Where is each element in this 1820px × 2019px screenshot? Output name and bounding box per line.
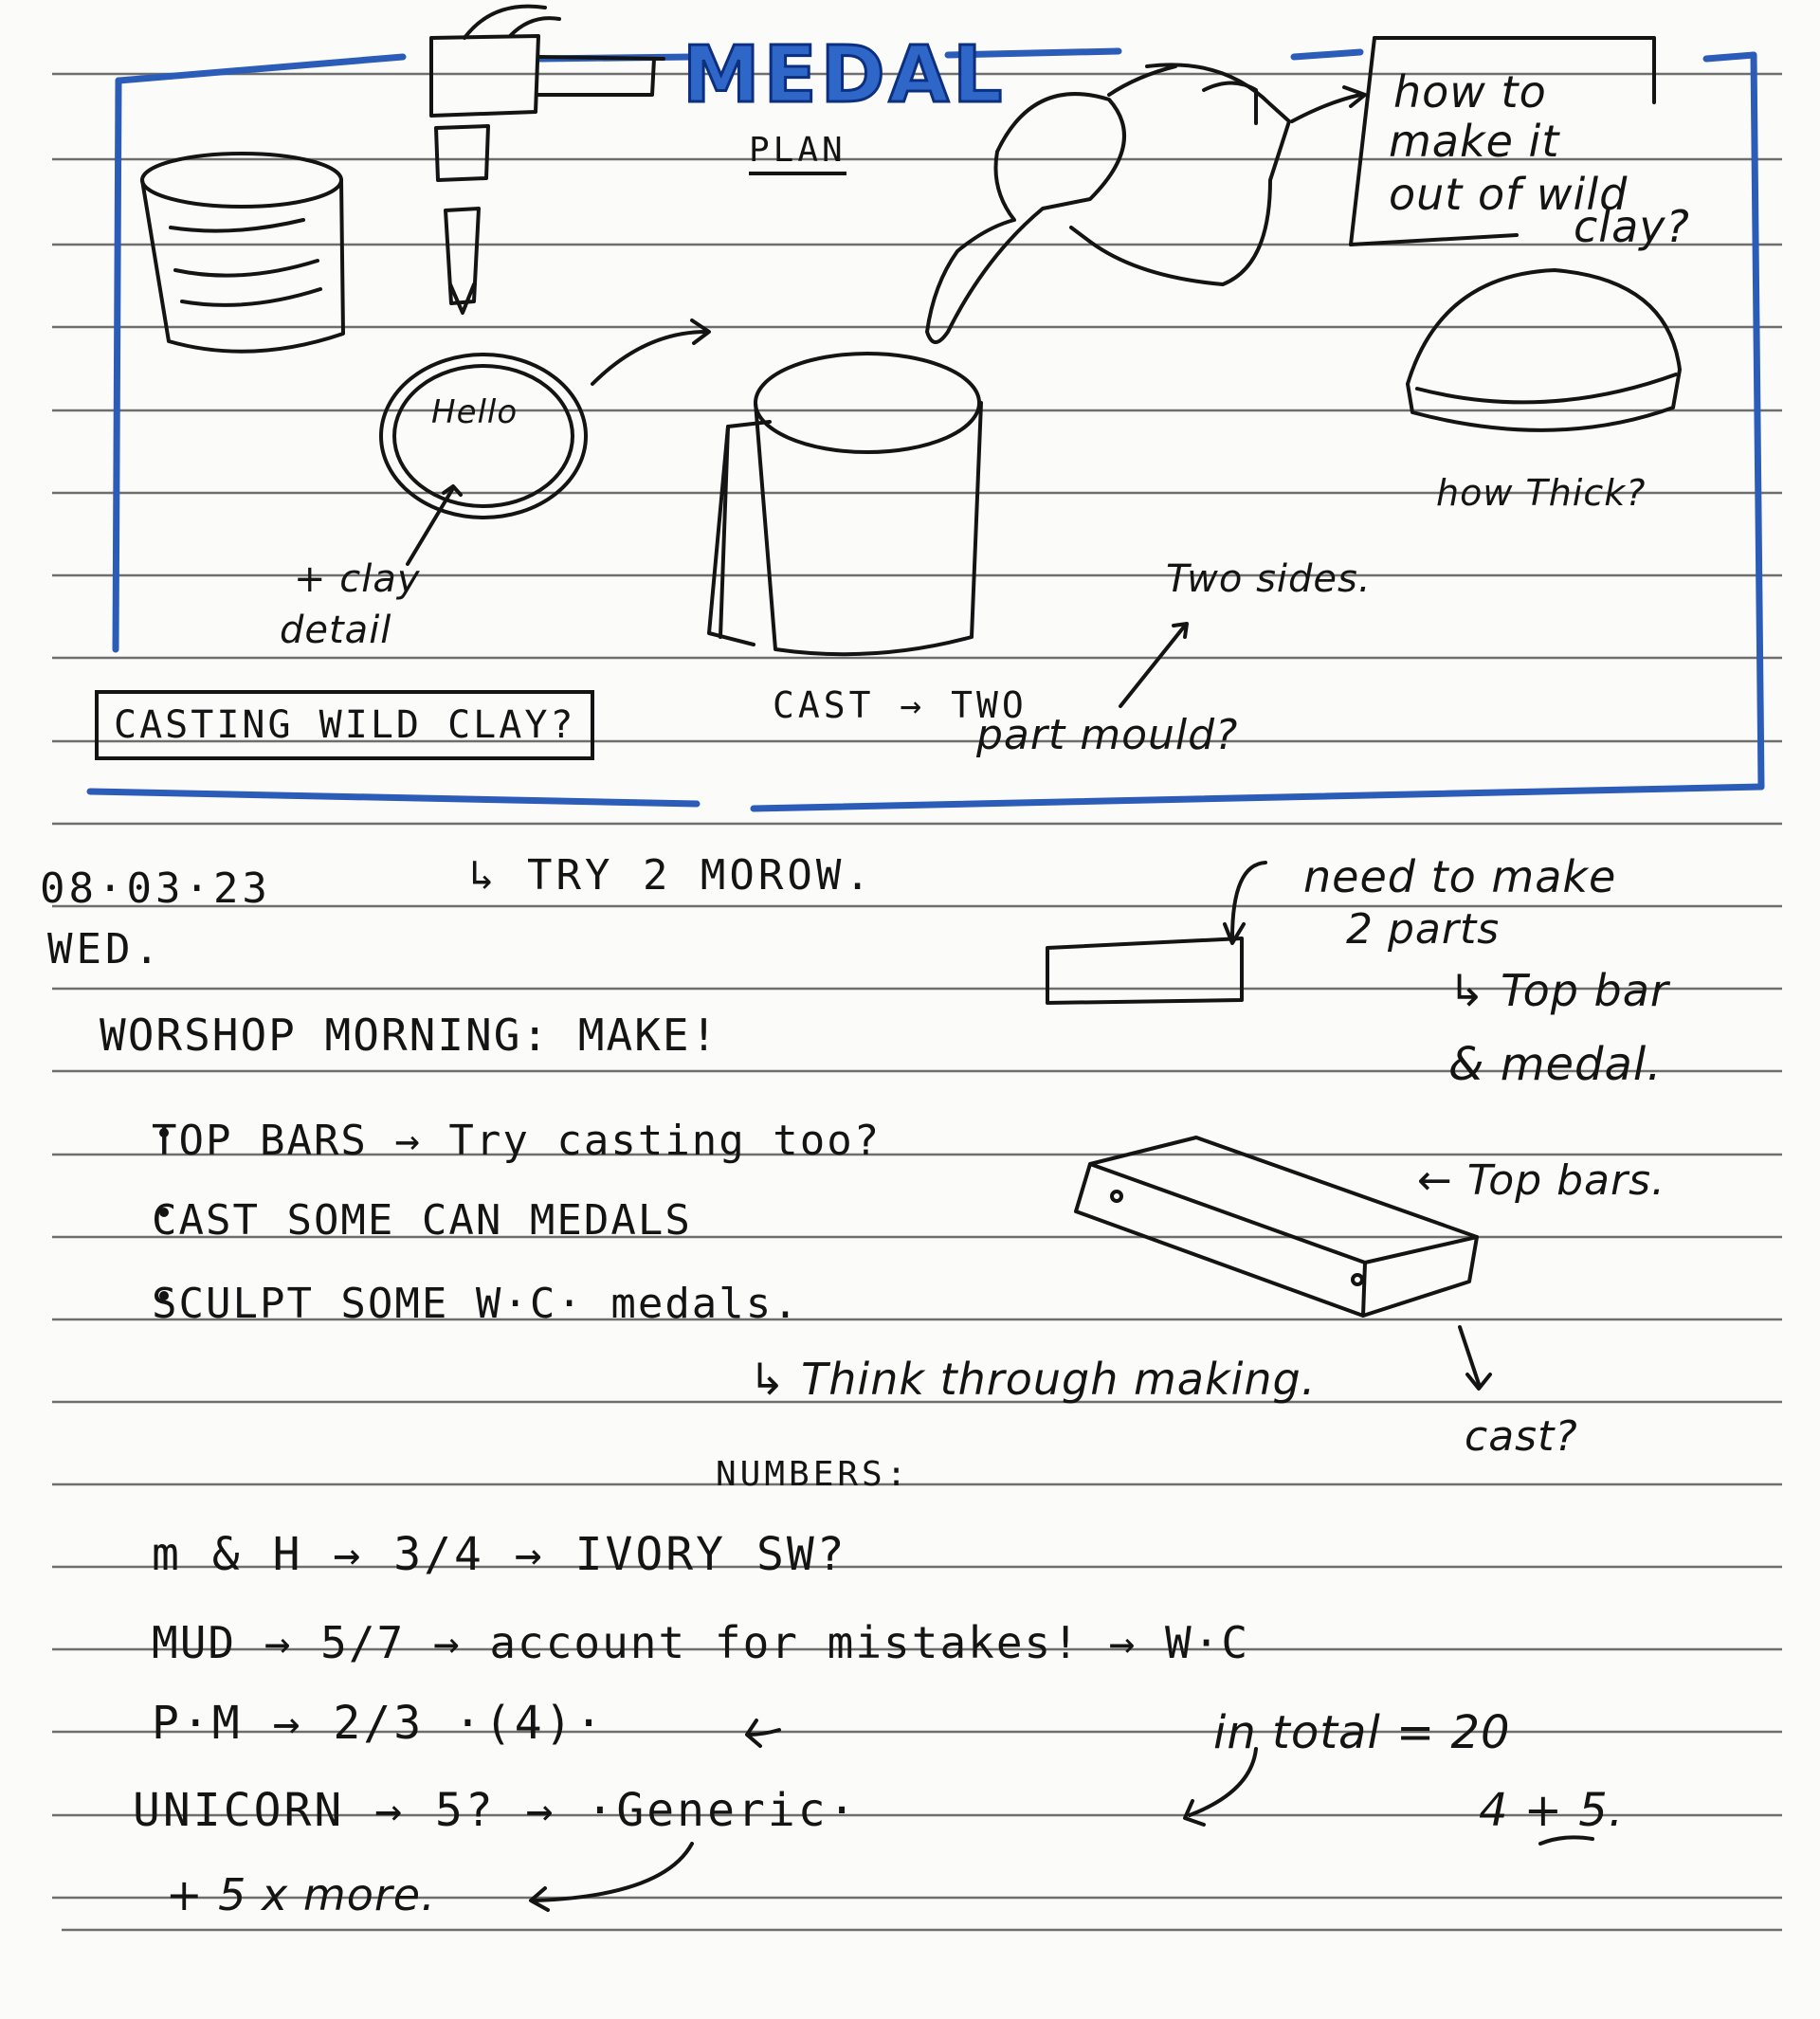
parts-note-line-3: ↳ Top bar (1448, 965, 1669, 1016)
bullet-dot (159, 1208, 169, 1217)
ruled-lines (52, 72, 1782, 1932)
numbers-row: m & H → 3/4 → IVORY SW? (152, 1528, 847, 1581)
top-bar-rect-sketch (1046, 937, 1244, 1005)
question-box-line-1: how to (1393, 66, 1547, 118)
medal-disc-sketch (1406, 268, 1682, 432)
bullet-item: SCULPT SOME W·C· medals. (152, 1280, 800, 1328)
bullet-item: TOP BARS → Try casting too? (152, 1117, 882, 1165)
try-note: ↳ TRY 2 MOROW. (469, 851, 874, 900)
parts-note-line-2: 2 parts (1346, 905, 1501, 954)
plan-subtitle: PLAN (749, 131, 846, 175)
clay-tub-sketch (140, 152, 345, 354)
cast-label: cast? (1465, 1412, 1578, 1461)
numbers-heading: NUMBERS: (716, 1455, 911, 1494)
thickness-note: how Thick? (1436, 472, 1647, 514)
annotation-arrows (529, 622, 1594, 1912)
total-note: in total = 20 (1213, 1706, 1511, 1759)
clay-note-line-2: detail (280, 609, 392, 652)
sides-note: Two sides. (1166, 557, 1372, 601)
numbers-row: UNICORN → 5? → ·Generic· (133, 1784, 859, 1837)
plan-border (86, 47, 1765, 812)
entry-day: WED. (47, 925, 163, 973)
mould-note: part mould? (976, 711, 1239, 759)
pouring-jug-sketch (925, 63, 1367, 344)
bullet-dot (159, 1128, 169, 1137)
coin-text: Hello (431, 393, 519, 431)
more-note: + 5 x more. (166, 1869, 436, 1920)
parts-note-line-1: need to make (1303, 851, 1617, 902)
think-note: ↳ Think through making. (749, 1354, 1317, 1405)
question-box-line-2: make it (1389, 116, 1560, 167)
casting-box: CASTING WILD CLAY? (95, 690, 595, 760)
cast-note: CAST → TWO (773, 684, 1028, 726)
entry-date: 08·03·23 (40, 864, 271, 913)
numbers-row: MUD → 5/7 → account for mistakes! → W·C (152, 1617, 1250, 1668)
top-bars-label: ← Top bars. (1417, 1156, 1666, 1205)
question-box-line-3: out of wild (1389, 169, 1629, 220)
parts-note-line-4: & medal. (1448, 1038, 1663, 1091)
entry-heading: WORSHOP MORNING: MAKE! (100, 1010, 719, 1061)
bullet-item: CAST SOME CAN MEDALS (152, 1196, 692, 1245)
bullet-dot (159, 1291, 169, 1301)
hammer-sketch (429, 4, 665, 315)
numbers-row: P·M → 2/3 ·(4)· (152, 1697, 606, 1750)
question-box-line-4: clay? (1574, 201, 1690, 252)
mould-cup-sketch (707, 352, 983, 657)
top-bar-3d-sketch (1074, 1136, 1479, 1318)
plan-title: MEDAL (681, 29, 1007, 122)
total-split: 4 + 5. (1479, 1784, 1625, 1837)
clay-note-line-1: + clay (294, 557, 421, 601)
medal-coin-sketch (379, 318, 711, 566)
question-box-outline (1349, 36, 1656, 246)
